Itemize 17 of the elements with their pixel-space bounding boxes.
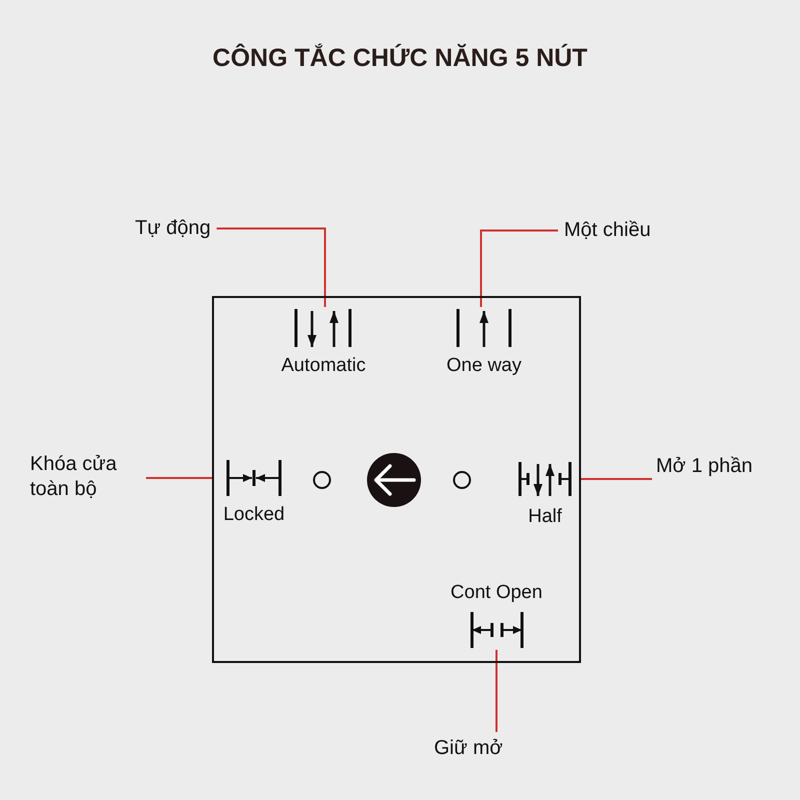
mode-label: Automatic (281, 355, 366, 377)
callout-label: Tự động (135, 216, 211, 241)
mode-label: One way (446, 355, 522, 377)
callout-label: Khóa cửa toàn bộ (30, 452, 142, 502)
switch-panel (212, 296, 581, 663)
mode-label: Half (528, 506, 562, 528)
leader-line (146, 477, 214, 479)
mode-label: Cont Open (450, 582, 542, 604)
leader-line (496, 650, 498, 732)
mode-label: Locked (223, 504, 285, 526)
callout-label: Mở 1 phần (656, 454, 753, 479)
callout-label: Một chiều (564, 218, 651, 243)
leader-line (480, 230, 558, 307)
callout-label: Giữ mở (434, 736, 503, 761)
leader-line (216, 228, 326, 307)
title: CÔNG TẮC CHỨC NĂNG 5 NÚT (212, 44, 588, 73)
leader-line (580, 478, 652, 480)
